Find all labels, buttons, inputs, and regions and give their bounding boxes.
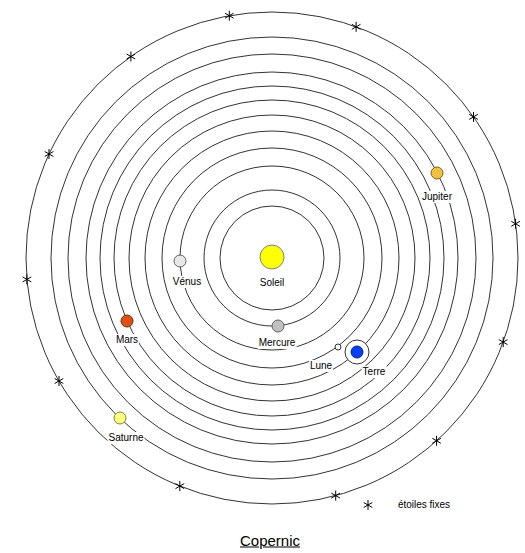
star-stroke xyxy=(352,24,361,29)
star-stroke xyxy=(511,221,520,226)
moon-label: Lune xyxy=(309,360,333,372)
star-stroke xyxy=(432,438,441,443)
star-stroke xyxy=(469,114,478,119)
star-stroke xyxy=(45,152,54,157)
star-stroke xyxy=(364,503,373,508)
earth xyxy=(351,346,363,358)
legend-note: étoiles fixes xyxy=(397,499,451,511)
moon xyxy=(335,344,341,350)
star-stroke xyxy=(45,152,54,157)
star-stroke xyxy=(225,13,234,18)
star-stroke xyxy=(499,340,508,345)
planet-label: Mars xyxy=(115,334,139,346)
planet-label: Saturne xyxy=(107,432,144,444)
planet-label: Jupiter xyxy=(421,191,453,203)
venus xyxy=(174,255,186,267)
star-stroke xyxy=(225,13,234,18)
star-stroke xyxy=(364,503,373,508)
sun xyxy=(260,245,284,269)
jupiter xyxy=(431,167,443,179)
mercury xyxy=(272,320,284,332)
star-stroke xyxy=(499,340,508,345)
star-stroke xyxy=(23,277,32,282)
star-stroke xyxy=(127,54,136,59)
star-stroke xyxy=(331,493,340,498)
mars xyxy=(121,315,133,327)
star-stroke xyxy=(511,221,520,226)
star-stroke xyxy=(23,277,32,282)
planet-label: Mercure xyxy=(258,337,297,349)
star-stroke xyxy=(127,54,136,59)
fixed-stars xyxy=(23,11,520,510)
planet-label: Terre xyxy=(362,366,387,378)
caption: Copernic xyxy=(240,532,300,549)
planet-label: Soleil xyxy=(259,277,285,289)
star-stroke xyxy=(176,484,185,489)
star-stroke xyxy=(352,24,361,29)
star-stroke xyxy=(331,493,340,498)
star-stroke xyxy=(176,484,185,489)
moon-orbit xyxy=(345,340,369,364)
star-stroke xyxy=(55,379,64,384)
star-stroke xyxy=(432,438,441,443)
orbit-rings xyxy=(26,12,518,504)
star-stroke xyxy=(469,114,478,119)
saturn xyxy=(114,412,126,424)
star-stroke xyxy=(55,379,64,384)
planet-label: Vénus xyxy=(172,276,202,288)
